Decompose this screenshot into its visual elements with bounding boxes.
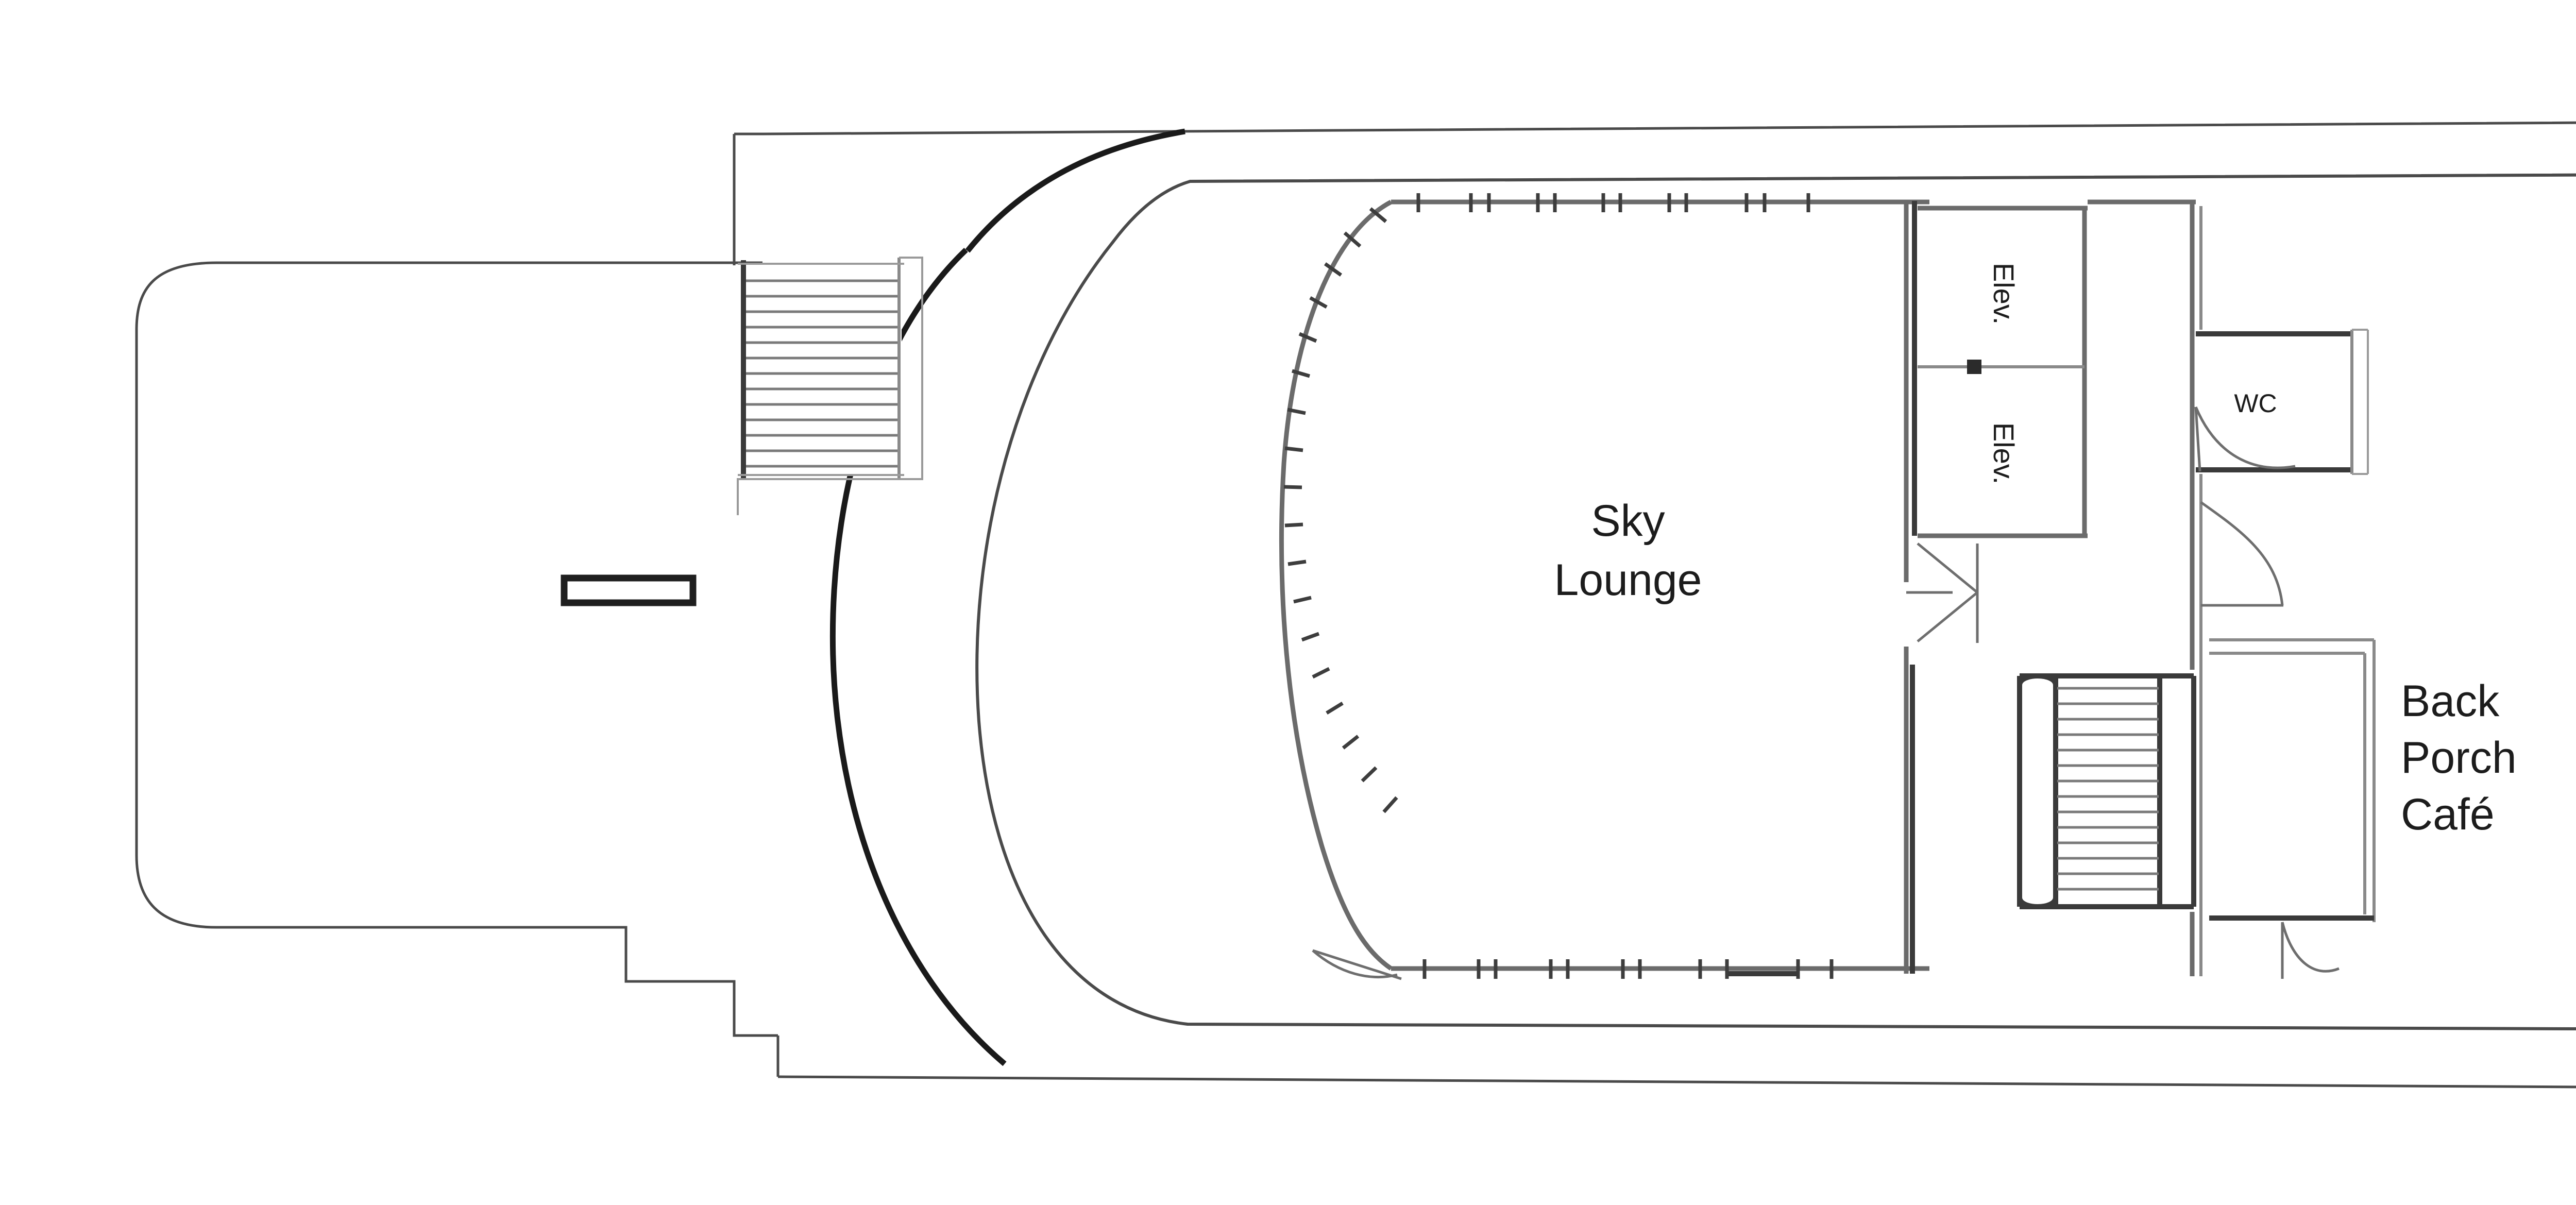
elevator-lower-label: Elev. <box>1988 422 2020 484</box>
cafe-door[interactable] <box>2281 922 2340 979</box>
sky-lounge-room <box>1279 193 1929 980</box>
elevator-lobby-doors[interactable] <box>1906 542 1979 643</box>
wc-label: WC <box>2234 389 2277 418</box>
cafe-label-line2: Porch <box>2401 733 2517 783</box>
elevator-upper-label: Elev. <box>1988 263 2020 325</box>
label-sky-lounge: Sky Lounge <box>1554 496 1702 605</box>
sky-lounge-curved-windows <box>1283 207 1398 813</box>
central-corridor <box>2088 199 2369 976</box>
center-stair-treads <box>2057 687 2159 891</box>
deck-edge-outline <box>975 173 2576 1031</box>
wc-door[interactable] <box>2194 406 2296 472</box>
cafe-label-line1: Back <box>2401 676 2500 726</box>
corridor-door[interactable] <box>2200 501 2284 607</box>
bow-stair-treads <box>746 279 897 468</box>
sky-lounge-top-windows <box>1416 193 1810 212</box>
label-back-porch-cafe: Back Porch Café <box>2401 676 2517 839</box>
sky-lounge-label-line2: Lounge <box>1554 555 1702 605</box>
wc-room <box>2194 329 2369 475</box>
bow-deck-hatch <box>561 574 697 606</box>
sky-lounge-fwd-door[interactable] <box>1312 949 1402 980</box>
sky-lounge-bottom-windows <box>1422 959 1834 979</box>
sky-lounge-label-line1: Sky <box>1591 496 1665 546</box>
center-stairs <box>2017 670 2196 912</box>
back-porch-cafe-room <box>2209 638 2376 979</box>
cafe-label-line3: Café <box>2401 790 2495 839</box>
elevator-core <box>1904 201 2088 643</box>
bow-stairs <box>737 257 923 515</box>
